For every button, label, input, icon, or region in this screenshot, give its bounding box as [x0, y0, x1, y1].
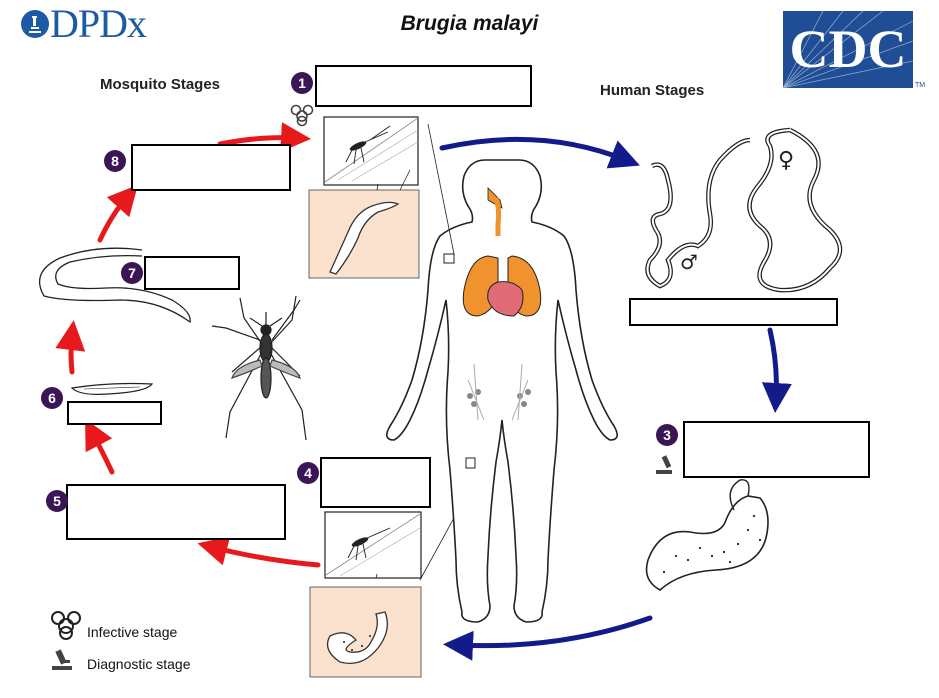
cdc-logo-text: CDC — [789, 19, 907, 79]
stage-7-label-box — [144, 256, 240, 290]
stage-3-microfilaria — [645, 479, 769, 591]
cdc-logo: CDC — [783, 11, 913, 88]
stage-6-larva — [70, 382, 154, 395]
stage-3-microscope-icon — [656, 455, 672, 474]
stage-2-label-box — [629, 298, 838, 326]
arrow-6-to-7 — [55, 320, 86, 375]
cdc-trademark: TM — [915, 82, 926, 89]
legend-biohazard-icon — [51, 611, 81, 640]
stage-badge-6: 6 — [41, 387, 63, 409]
stage-badge-5: 5 — [46, 490, 68, 512]
stage-5-label-box — [66, 484, 286, 540]
human-body-illustration — [386, 123, 618, 623]
female-symbol: ♀ — [778, 148, 795, 173]
cdc-logo-rays — [783, 11, 913, 88]
stage-2-adult-worms-inner — [646, 129, 841, 292]
stage-badge-7: 7 — [121, 262, 143, 284]
stage-1-illustration — [308, 116, 420, 279]
mosquito-stages-heading: Mosquito Stages — [100, 76, 221, 93]
stage-4-label-box — [320, 457, 431, 508]
arrow-7-to-8 — [97, 184, 138, 243]
stage-badge-3: 3 — [656, 424, 678, 446]
arrow-1-to-2 — [439, 136, 640, 169]
dpdx-logo-text: DPDx — [50, 1, 147, 46]
dpdx-microscope-icon — [21, 10, 49, 38]
arrow-8-to-1 — [217, 122, 311, 153]
arrow-2-to-3 — [761, 327, 792, 413]
stage-1-label-box — [315, 65, 532, 107]
arrow-3-to-4 — [443, 615, 653, 661]
arrow-4-to-5 — [197, 536, 321, 568]
human-cycle-arrows — [439, 136, 792, 661]
mosquito-cycle-arrows — [55, 122, 321, 568]
legend-microscope-icon — [52, 649, 72, 670]
stage-badge-8: 8 — [104, 150, 126, 172]
male-symbol: ♂ — [680, 250, 698, 274]
diagram-title: Brugia malayi — [400, 12, 539, 35]
stage-7-larva — [39, 247, 191, 324]
arrow-5-to-6 — [85, 418, 115, 475]
stage-4-illustration — [309, 473, 479, 678]
legend-infective-label: Infective stage — [87, 624, 178, 640]
stage-badge-4: 4 — [297, 462, 319, 484]
stage-1-biohazard-icon — [290, 104, 314, 127]
mosquito-illustration — [211, 295, 307, 441]
dpdx-logo: DPDx — [20, 1, 147, 46]
human-stages-heading: Human Stages — [600, 82, 705, 99]
stage-2-adult-worms — [645, 127, 843, 293]
stage-8-label-box — [131, 144, 291, 191]
stage-badge-1: 1 — [291, 72, 313, 94]
stage-6-label-box — [67, 401, 162, 425]
stage-3-label-box — [683, 421, 870, 478]
legend-diagnostic-label: Diagnostic stage — [87, 656, 191, 672]
